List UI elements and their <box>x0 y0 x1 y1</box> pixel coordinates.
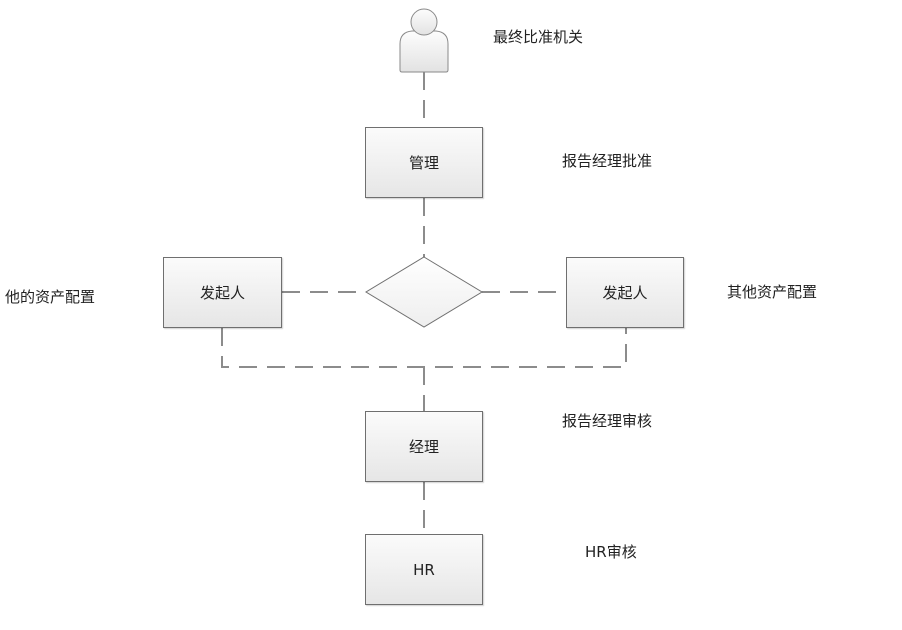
report-manager-review-label: 报告经理审核 <box>562 412 653 430</box>
hr-review-label: HR审核 <box>585 543 637 561</box>
connector-initiators-merge <box>221 328 627 368</box>
connector-lines <box>221 72 627 534</box>
initiator-left-node: 发起人 <box>163 257 282 328</box>
hr-node: HR <box>365 534 483 605</box>
user-icon <box>399 8 449 73</box>
approval-authority-label: 最终比准机关 <box>493 28 584 46</box>
report-manager-approval-label: 报告经理批准 <box>562 152 653 170</box>
other-asset-config-left-label: 他的资产配置 <box>5 288 96 306</box>
decision-diamond <box>365 256 483 328</box>
initiator-right-node: 发起人 <box>566 257 684 328</box>
management-node: 管理 <box>365 127 483 198</box>
other-asset-config-right-label: 其他资产配置 <box>727 283 818 301</box>
manager-node: 经理 <box>365 411 483 482</box>
